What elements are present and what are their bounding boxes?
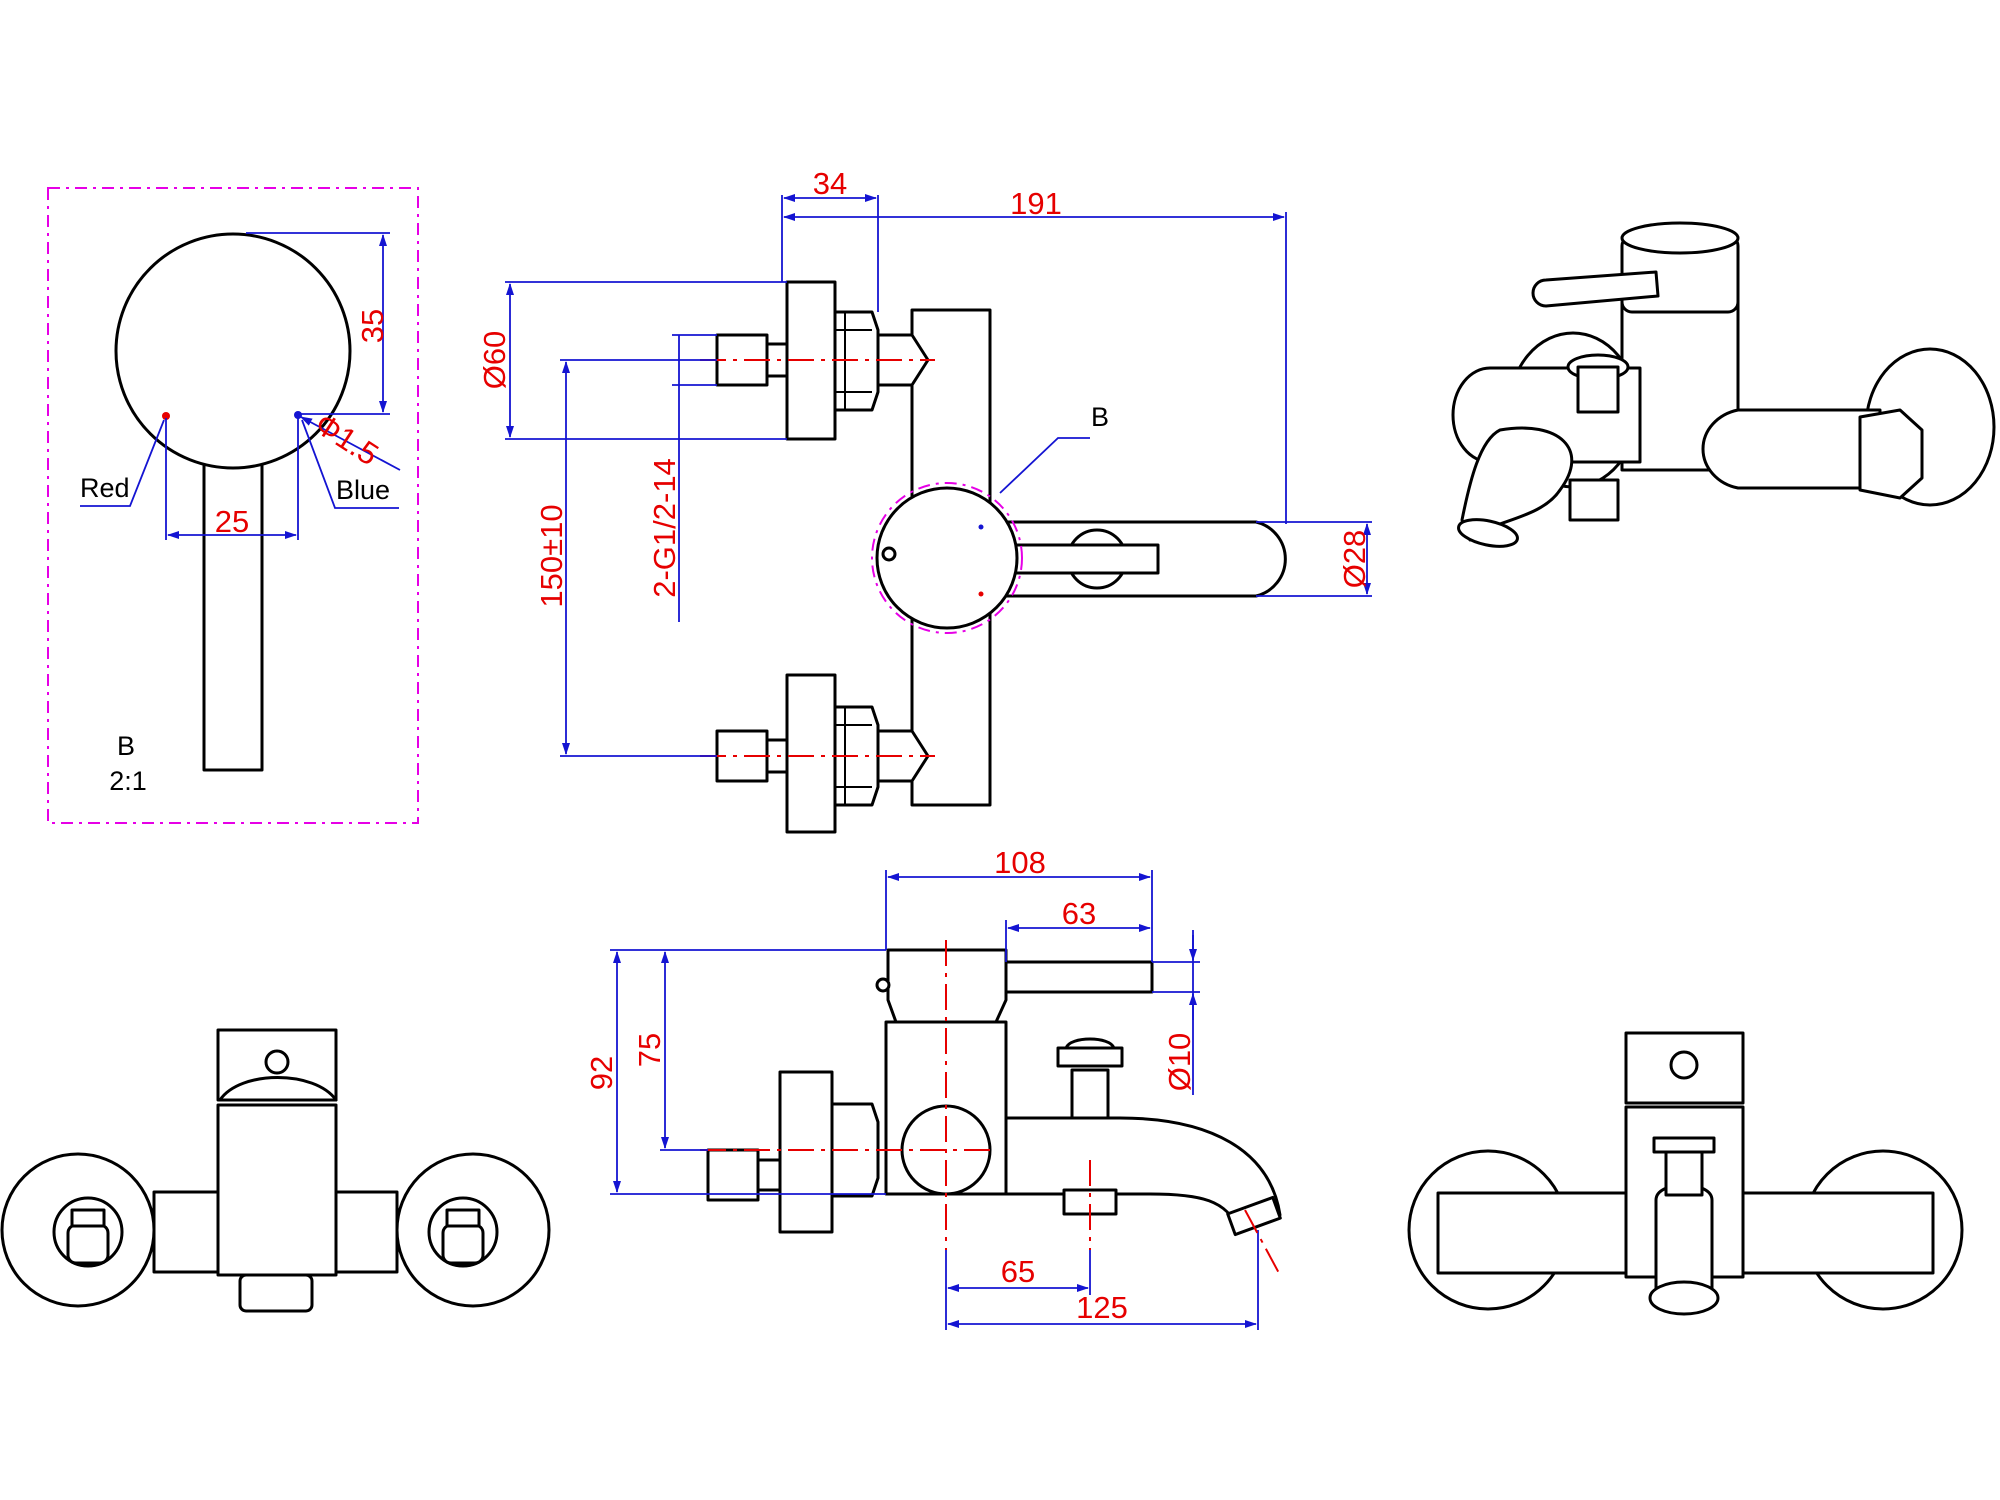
dim-191: 191 — [1010, 186, 1062, 221]
handle-dome — [218, 1076, 338, 1102]
red-dot — [978, 591, 984, 597]
view-scale: 2:1 — [109, 766, 147, 796]
detail-frame — [47, 187, 419, 824]
blue-label: Blue — [336, 475, 390, 505]
dim-65: 65 — [1001, 1254, 1035, 1289]
upper-eccentric — [876, 333, 930, 387]
dim-125: 125 — [1076, 1290, 1128, 1325]
detail-b-circle — [871, 482, 1023, 634]
dim-34: 34 — [813, 166, 847, 201]
left-valve — [52, 1196, 124, 1268]
right-valve — [427, 1196, 499, 1268]
callout-b: B — [1091, 402, 1109, 432]
dim-10: Ø10 — [1162, 1033, 1197, 1092]
side-inlet — [706, 1148, 760, 1202]
view-letter: B — [117, 731, 135, 761]
isometric-view — [1451, 221, 1996, 548]
front-elevation: 34 191 Ø60 150±10 2-G1/2-14 Ø28 B — [477, 166, 1372, 834]
diverter-knob — [1056, 1037, 1124, 1068]
side-spout-tip — [1226, 1195, 1282, 1237]
dim-108: 108 — [994, 845, 1046, 880]
rear-view — [0, 1028, 551, 1313]
dim-35: 35 — [355, 309, 390, 343]
detail-view-b: 35 25 Φ1.5 Red Blue B 2:1 — [47, 187, 419, 824]
front-view-bottom — [1407, 1031, 1964, 1316]
dim-75: 75 — [632, 1033, 667, 1067]
side-elevation: 108 63 92 75 Ø10 65 125 — [584, 845, 1282, 1330]
lower-eccentric — [876, 729, 930, 783]
dim-thread: 2-G1/2-14 — [647, 458, 682, 598]
iso-lever — [1531, 270, 1660, 308]
br-top-plate — [1624, 1031, 1745, 1105]
red-indicator — [162, 412, 170, 420]
iso-right-arm — [1701, 408, 1882, 490]
handle-pin — [881, 546, 897, 562]
handle-cap-front — [875, 486, 1019, 630]
blue-dot — [978, 524, 984, 530]
iso-right-nut — [1858, 408, 1924, 500]
side-escutcheon — [778, 1070, 834, 1234]
iso-spout — [1460, 426, 1574, 542]
red-label: Red — [80, 473, 130, 503]
dim-63: 63 — [1062, 896, 1096, 931]
iso-diverter-stem — [1576, 365, 1620, 414]
lever-handle — [1008, 543, 1160, 575]
iso-bottom-knob — [1568, 478, 1620, 522]
lower-escutcheon — [785, 673, 837, 834]
br-diverter-knob — [1652, 1136, 1716, 1154]
iso-spout-outlet — [1457, 518, 1519, 548]
blue-indicator — [294, 411, 302, 419]
body-center — [216, 1103, 338, 1277]
dim-150: 150±10 — [534, 504, 569, 607]
bottom-knob — [238, 1273, 314, 1313]
top-hole — [264, 1049, 290, 1075]
dim-25: 25 — [215, 504, 249, 539]
iso-cap-top — [1620, 221, 1740, 255]
handle-lever — [202, 438, 264, 772]
diverter-stem — [1070, 1068, 1110, 1120]
dim-92: 92 — [584, 1056, 619, 1090]
br-diverter — [1664, 1148, 1704, 1197]
br-top-hole — [1669, 1050, 1699, 1080]
dim-60: Ø60 — [477, 331, 512, 390]
br-spout-outlet — [1648, 1280, 1720, 1316]
handle-cap — [114, 232, 352, 470]
side-pin — [875, 977, 891, 993]
dim-28: Ø28 — [1337, 530, 1372, 589]
side-lever — [1004, 960, 1154, 994]
